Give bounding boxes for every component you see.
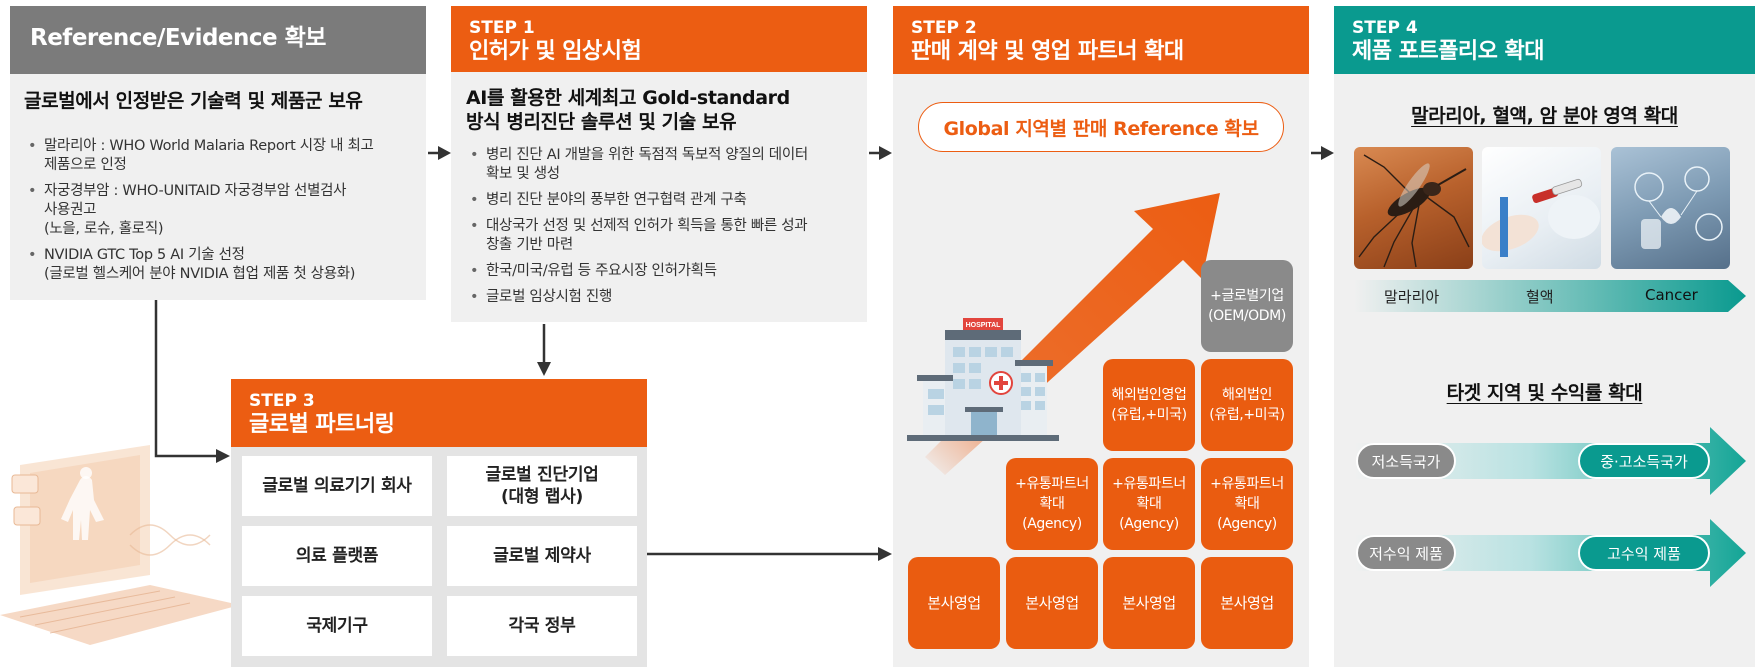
step2-label: STEP 2 — [911, 18, 977, 38]
overseas-sales-block: 해외법인영업 (유럽,+미국) — [1103, 359, 1195, 451]
partner-cell: 국제기구 — [242, 596, 432, 656]
hq-sales-block: 본사영업 — [908, 557, 1000, 649]
reference-heading: 글로벌에서 인정받은 기술력 및 제품군 보유 — [24, 90, 363, 112]
step1-header: STEP 1 인허가 및 임상시험 — [451, 6, 867, 72]
step3-label: STEP 3 — [249, 391, 315, 411]
step1-heading: AI를 활용한 세계최고 Gold-standard 방식 병리진단 솔루션 및… — [466, 87, 790, 133]
area-label-malaria: 말라리아 — [1384, 288, 1440, 306]
area-label-cancer: Cancer — [1645, 286, 1698, 304]
partner-cell: 의료 플랫폼 — [242, 526, 432, 586]
partner-cell: 글로벌 의료기기 회사 — [242, 456, 432, 516]
area-label-blood: 혈액 — [1526, 288, 1554, 306]
hq-sales-block: 본사영업 — [1006, 557, 1098, 649]
distribution-block: +유통파트너 확대 (Agency) — [1103, 458, 1195, 550]
step4-header: STEP 4 제품 포트폴리오 확대 — [1334, 6, 1755, 74]
step4-title: 제품 포트폴리오 확대 — [1352, 39, 1544, 64]
blood-photo — [1482, 147, 1601, 269]
step1-bullets: 병리 진단 AI 개발을 위한 독점적 독보적 양질의 데이터 확보 및 생성 … — [466, 146, 866, 314]
step2-title: 판매 계약 및 영업 파트너 확대 — [911, 39, 1184, 64]
step3-header: STEP 3 글로벌 파트너링 — [231, 379, 647, 447]
partner-cell: 글로벌 제약사 — [447, 526, 637, 586]
malaria-photo — [1354, 147, 1473, 269]
hospital-sign: HOSPITAL — [966, 322, 1002, 329]
global-company-block: +글로벌기업 (OEM/ODM) — [1201, 260, 1293, 352]
laptop-illustration — [0, 445, 240, 667]
region-from-pill: 저소득국가 — [1356, 443, 1456, 479]
step1-bullet: 글로벌 임상시험 진행 — [466, 288, 866, 307]
reference-bullet: 자궁경부암 : WHO-UNITAID 자궁경부암 선별검사 사용권고 (노을,… — [24, 182, 419, 239]
reference-header: Reference/Evidence 확보 — [10, 6, 426, 74]
target-heading: 타겟 지역 및 수익률 확대 — [1446, 382, 1643, 404]
step1-bullet: 한국/미국/유럽 등 주요시장 인허가획득 — [466, 262, 866, 281]
partner-cell: 글로벌 진단기업 (대형 랩사) — [447, 456, 637, 516]
reference-title: Reference/Evidence 확보 — [30, 25, 326, 51]
partner-cell: 각국 정부 — [447, 596, 637, 656]
overseas-corp-block: 해외법인 (유럽,+미국) — [1201, 359, 1293, 451]
hospital-icon: HOSPITAL — [903, 315, 1063, 447]
step1-bullet: 병리 진단 분야의 풍부한 연구협력 관계 구축 — [466, 191, 866, 210]
reference-bullet: 말라리아 : WHO World Malaria Report 시장 내 최고 … — [24, 137, 419, 175]
step1-bullet: 대상국가 선정 및 선제적 인허가 획득을 통한 빠른 성과 창출 기반 마련 — [466, 217, 866, 255]
distribution-block: +유통파트너 확대 (Agency) — [1201, 458, 1293, 550]
step4-label: STEP 4 — [1352, 18, 1418, 38]
step1-title: 인허가 및 임상시험 — [469, 39, 642, 64]
step3-title: 글로벌 파트너링 — [249, 412, 395, 437]
reference-banner: Global 지역별 판매 Reference 확보 — [918, 102, 1284, 152]
cancer-photo — [1611, 147, 1730, 269]
distribution-block: +유통파트너 확대 (Agency) — [1006, 458, 1098, 550]
portfolio-heading: 말라리아, 혈액, 암 분야 영역 확대 — [1411, 105, 1678, 127]
reference-bullet: NVIDIA GTC Top 5 AI 기술 선정 (글로벌 헬스케어 분야 N… — [24, 246, 419, 284]
product-to-pill: 고수익 제품 — [1578, 535, 1710, 571]
step1-bullet: 병리 진단 AI 개발을 위한 독점적 독보적 양질의 데이터 확보 및 생성 — [466, 146, 866, 184]
step1-label: STEP 1 — [469, 18, 535, 38]
reference-bullets: 말라리아 : WHO World Malaria Report 시장 내 최고 … — [24, 137, 419, 291]
hq-sales-block: 본사영업 — [1103, 557, 1195, 649]
region-to-pill: 중·고소득국가 — [1578, 443, 1710, 479]
product-from-pill: 저수익 제품 — [1356, 535, 1456, 571]
areas-arrow — [1354, 280, 1746, 312]
step2-header: STEP 2 판매 계약 및 영업 파트너 확대 — [893, 6, 1309, 74]
hq-sales-block: 본사영업 — [1201, 557, 1293, 649]
